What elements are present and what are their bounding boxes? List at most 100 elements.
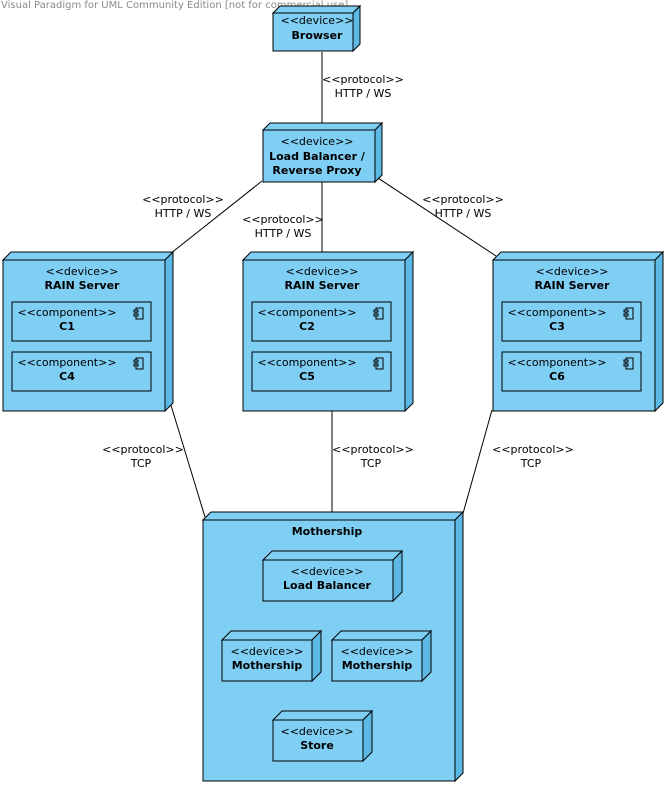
connector-labels: <<protocol>> HTTP / WS <<protocol>> HTTP…	[102, 73, 574, 470]
component-stereotype: <<component>>	[257, 356, 356, 369]
component-box[interactable]	[251, 351, 392, 392]
component-box[interactable]	[251, 301, 392, 342]
node-top-face	[330, 630, 433, 641]
node-top-face	[241, 251, 415, 261]
protocol-label: HTTP / WS	[335, 87, 392, 100]
mothership-instance-stereotype: <<device>>	[341, 645, 414, 658]
mothership-instance-node[interactable]	[330, 629, 433, 683]
protocol-stereotype: <<protocol>>	[102, 443, 184, 456]
connector-rain1-mothership	[169, 401, 206, 518]
rain-server-title: RAIN Server	[45, 279, 121, 292]
mothership-lb-stereotype: <<device>>	[291, 565, 364, 578]
protocol-stereotype: <<protocol>>	[422, 193, 504, 206]
component-frame	[11, 301, 152, 342]
node-side-face	[352, 4, 361, 53]
rain-server-stereotype: <<device>>	[46, 265, 119, 278]
component-stereotype: <<component>>	[507, 356, 606, 369]
node-top-face	[491, 251, 665, 261]
component-icon	[133, 307, 144, 320]
component-stereotype: <<component>>	[17, 356, 116, 369]
mothership-instance-stereotype: <<device>>	[231, 645, 304, 658]
node-side-face	[374, 121, 383, 184]
store-title: Store	[300, 739, 334, 752]
load-balancer-title-line1: Load Balancer /	[269, 150, 366, 163]
mothership-title: Mothership	[292, 525, 363, 538]
component-stereotype: <<component>>	[17, 306, 116, 319]
component-icon	[373, 357, 384, 370]
node-front-face	[262, 129, 376, 183]
node-top-face	[220, 630, 323, 641]
component-icon	[373, 307, 384, 320]
protocol-label: HTTP / WS	[435, 207, 492, 220]
store-stereotype: <<device>>	[281, 725, 354, 738]
component-icon	[623, 307, 634, 320]
component-frame	[11, 351, 152, 392]
browser-title: Browser	[292, 29, 344, 42]
component-name: C3	[549, 320, 565, 333]
node-top-face	[201, 511, 465, 521]
connector-lb-rain3	[374, 175, 497, 257]
component-name: C6	[549, 370, 565, 383]
component-box[interactable]	[501, 301, 642, 342]
protocol-stereotype: <<protocol>>	[332, 443, 414, 456]
component-name: C4	[59, 370, 75, 383]
load-balancer-stereotype: <<device>>	[281, 135, 354, 148]
component-frame	[251, 301, 392, 342]
rain-server-stereotype: <<device>>	[536, 265, 609, 278]
mothership-instance-title: Mothership	[232, 659, 303, 672]
node-front-face	[331, 639, 423, 682]
protocol-label: HTTP / WS	[155, 207, 212, 220]
component-stereotype: <<component>>	[257, 306, 356, 319]
mothership-instance-title: Mothership	[342, 659, 413, 672]
node-front-face	[272, 719, 364, 762]
node-side-face	[392, 549, 403, 603]
component-stereotype: <<component>>	[507, 306, 606, 319]
node-side-face	[404, 250, 414, 413]
node-top-face	[1, 251, 175, 261]
browser-node[interactable]	[271, 4, 362, 53]
mothership-lb-title: Load Balancer	[283, 579, 372, 592]
node-top-face	[271, 710, 374, 721]
node-side-face	[164, 250, 174, 413]
component-frame	[251, 351, 392, 392]
browser-stereotype: <<device>>	[281, 14, 354, 27]
mothership-load-balancer-node[interactable]	[261, 549, 404, 603]
protocol-label: TCP	[520, 457, 542, 470]
load-balancer-title-line2: Reverse Proxy	[272, 164, 361, 177]
protocol-stereotype: <<protocol>>	[142, 193, 224, 206]
node-top-face	[271, 5, 362, 14]
load-balancer-node[interactable]	[261, 121, 384, 184]
node-side-face	[421, 629, 432, 683]
node-top-face	[261, 550, 404, 561]
component-frame	[501, 301, 642, 342]
component-name: C5	[299, 370, 315, 383]
node-top-face	[261, 122, 384, 131]
component-icon	[623, 357, 634, 370]
component-name: C1	[59, 320, 75, 333]
component-box[interactable]	[11, 301, 152, 342]
store-node[interactable]	[271, 709, 374, 763]
mothership-instance-node[interactable]	[220, 629, 323, 683]
component-box[interactable]	[501, 351, 642, 392]
connector-lb-rain1	[169, 180, 263, 255]
node-front-face	[262, 559, 394, 602]
node-front-face	[221, 639, 313, 682]
protocol-stereotype: <<protocol>>	[492, 443, 574, 456]
protocol-label: TCP	[130, 457, 152, 470]
component-frame	[501, 351, 642, 392]
rain-server-title: RAIN Server	[285, 279, 361, 292]
rain-server-stereotype: <<device>>	[286, 265, 359, 278]
component-icon	[133, 357, 144, 370]
protocol-label: HTTP / WS	[255, 227, 312, 240]
rain-server-title: RAIN Server	[535, 279, 611, 292]
protocol-label: TCP	[360, 457, 382, 470]
node-side-face	[311, 629, 322, 683]
component-box[interactable]	[11, 351, 152, 392]
protocol-stereotype: <<protocol>>	[242, 213, 324, 226]
node-side-face	[362, 709, 373, 763]
protocol-stereotype: <<protocol>>	[322, 73, 404, 86]
node-side-face	[654, 250, 664, 413]
component-name: C2	[299, 320, 315, 333]
connector-rain3-mothership	[461, 409, 493, 518]
